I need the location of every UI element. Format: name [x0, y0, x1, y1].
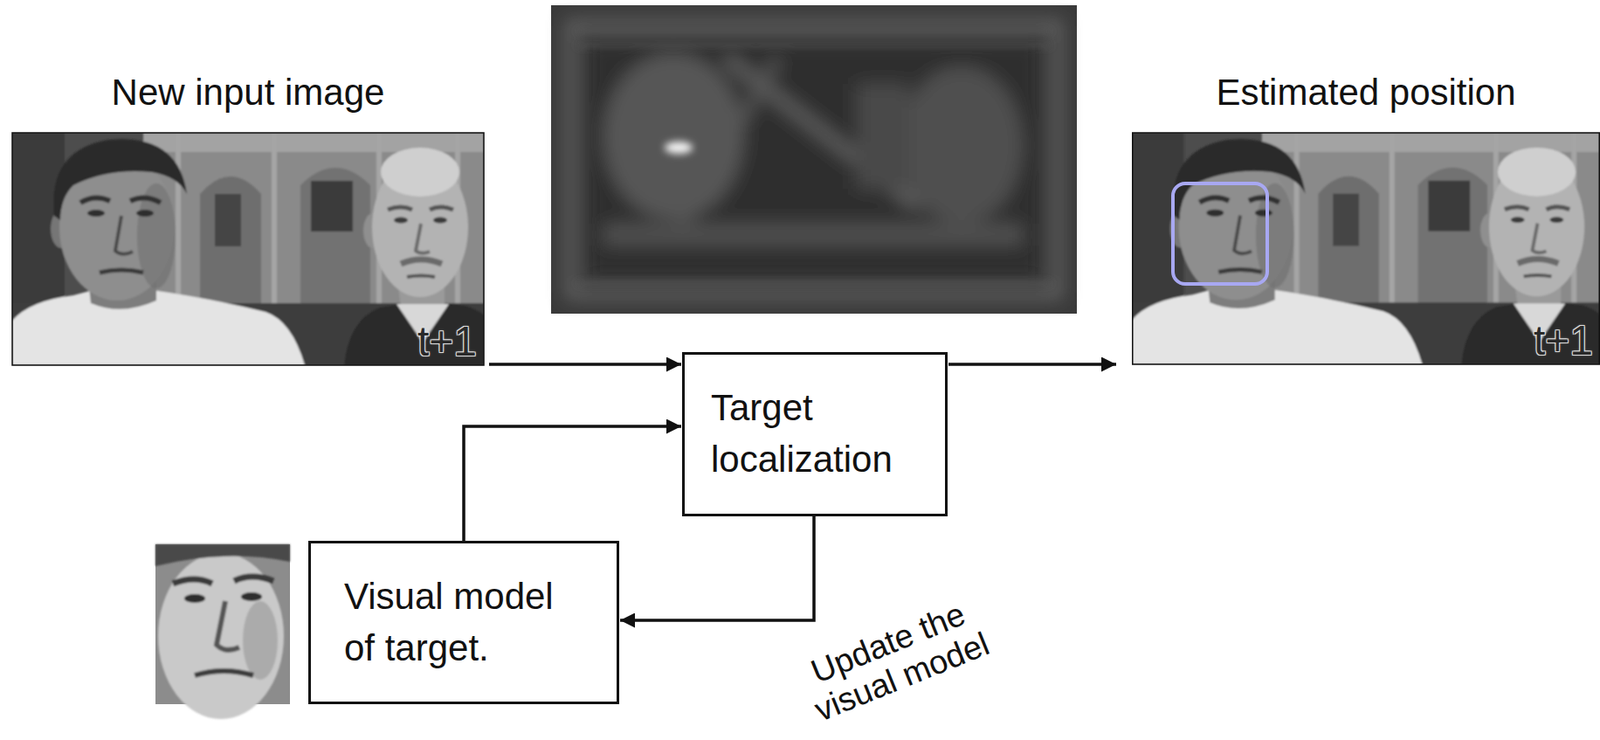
image-frame: Estimated position t+1 — [1131, 71, 1600, 365]
output-photo-part — [1132, 132, 1600, 365]
arrow-connector — [489, 362, 682, 366]
edge-label-holder: Update the visual model — [787, 588, 1003, 732]
frame-stamp: t+1 — [1533, 319, 1594, 362]
process-box: Visual model of target. — [308, 540, 620, 704]
box-label: Target localization — [710, 382, 919, 486]
response-map-part — [551, 5, 1077, 314]
response-map-part-part — [603, 53, 744, 220]
input-photo-part — [12, 132, 484, 366]
output-photo-part — [1131, 132, 1600, 365]
frame-stamp: t+1 — [417, 320, 477, 363]
arrow-connector — [463, 426, 682, 541]
image-frame: New input image t+1 — [12, 71, 484, 366]
response-map-part-part — [856, 83, 910, 189]
target-template-part-part — [194, 670, 254, 676]
target-template-part — [155, 544, 290, 719]
response-map-part-part — [682, 57, 779, 224]
target-template-part-part — [242, 600, 278, 680]
target-template-part-part — [158, 552, 284, 719]
tracking-box — [1172, 183, 1268, 284]
target-template — [155, 544, 290, 719]
arrow-connector — [620, 516, 814, 621]
response-map-part — [570, 24, 1058, 295]
arrow-connector — [948, 362, 1117, 366]
process-box: Target localization — [682, 351, 948, 517]
input-photo — [12, 132, 484, 366]
response-map-part-part — [603, 223, 1023, 246]
image-heading: New input image — [111, 71, 386, 114]
response-map-part-part — [664, 141, 693, 154]
edge-label: Update the visual model — [787, 588, 1003, 732]
box-label: Visual model of target. — [344, 571, 582, 675]
target-template-part-part — [155, 544, 290, 566]
target-template-part-part — [184, 593, 206, 603]
target-template-part-part — [172, 576, 274, 584]
response-map-part — [577, 31, 1051, 283]
response-map-part-part — [570, 24, 1058, 295]
input-photo-part — [12, 132, 484, 366]
target-template-part-part — [216, 600, 240, 650]
target-template-part-part — [241, 592, 263, 601]
response-map-part-part — [587, 41, 1041, 277]
image-heading: Estimated position — [1215, 71, 1516, 114]
response-map-part-part — [725, 57, 918, 207]
response-map — [551, 5, 1077, 314]
response-map-part-part — [577, 31, 1051, 283]
output-photo — [1131, 132, 1600, 365]
